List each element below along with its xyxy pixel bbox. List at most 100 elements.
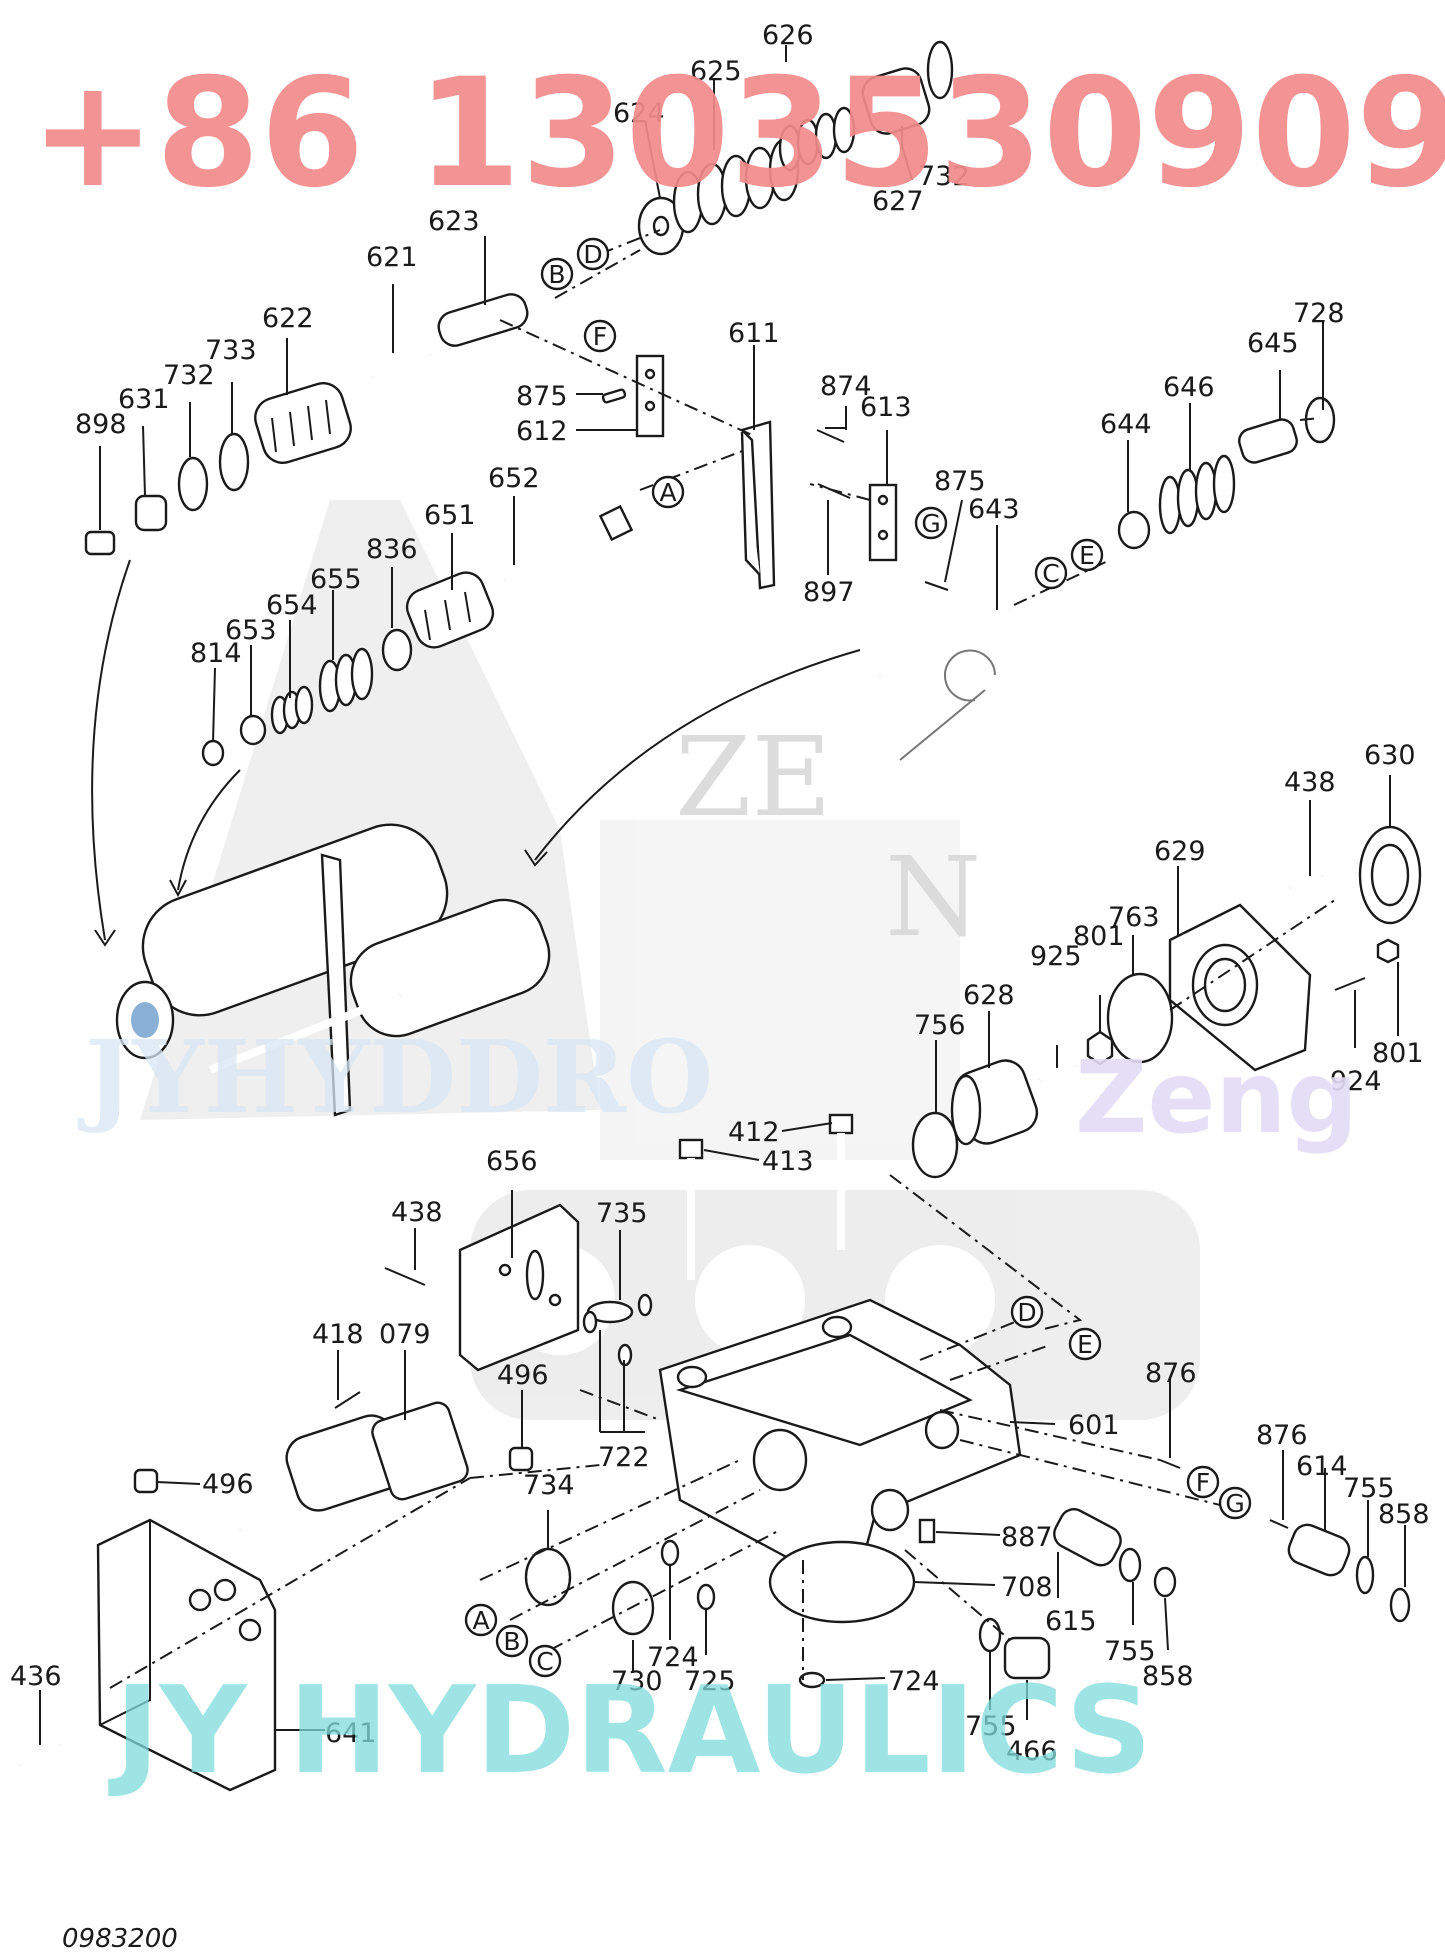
part-814-snap-ring [201, 739, 225, 767]
part-627-spring [778, 106, 856, 172]
part-645-plug [1238, 418, 1298, 464]
label-651: 651 [424, 500, 476, 531]
part-733-ring [218, 432, 250, 492]
label-615: 615 [1045, 1606, 1097, 1637]
part-643-rod [877, 605, 1013, 681]
part-615-plug [1053, 1508, 1122, 1567]
part-654-spring [270, 685, 314, 735]
label-643: 643 [968, 494, 1020, 525]
svg-text:G: G [1225, 1489, 1244, 1518]
part-653-washer [239, 714, 267, 746]
svg-text:D: D [583, 240, 602, 269]
part-898 [84, 530, 116, 556]
label-653: 653 [225, 615, 277, 646]
watermark-logo-ze: ZE [675, 713, 832, 841]
svg-text:E: E [1079, 541, 1095, 570]
part-755-ring-right [1355, 1555, 1375, 1595]
part-836-ring [381, 628, 413, 672]
label-418: 418 [312, 1319, 364, 1350]
part-466-plug [1003, 1636, 1051, 1680]
label-438: 438 [391, 1197, 443, 1228]
part-858-snap-ring-right [1389, 1587, 1411, 1623]
part-641-block [96, 1518, 277, 1792]
svg-text:C: C [1042, 559, 1059, 588]
part-725-ring [696, 1583, 716, 1611]
part-755-ring-lower [978, 1617, 1002, 1653]
label-755-lower: 755 [965, 1711, 1017, 1742]
label-466: 466 [1006, 1736, 1058, 1767]
label-708: 708 [1001, 1572, 1053, 1603]
label-875-lower: 875 [934, 466, 986, 497]
part-755-ring [1118, 1547, 1142, 1583]
label-732: 732 [163, 360, 215, 391]
ref-marker-e-low: E [1068, 1327, 1102, 1361]
ref-marker-c-low: C [528, 1644, 562, 1678]
wrench-icon [899, 649, 996, 761]
part-626-plug [861, 67, 931, 135]
svg-text:B: B [548, 260, 565, 289]
part-734-ring [524, 1547, 572, 1607]
label-079: 079 [379, 1319, 431, 1350]
ref-marker-a-low: A [464, 1603, 498, 1637]
label-413: 413 [762, 1146, 814, 1177]
label-724-lower: 724 [888, 1666, 940, 1697]
label-436: 436 [10, 1661, 62, 1692]
ref-marker-b-top: B [540, 257, 574, 291]
ref-marker-d-low: D [1010, 1295, 1044, 1329]
part-496-plug [508, 1446, 534, 1472]
part-730-ring [611, 1580, 655, 1636]
watermark-faint-right: Zeng [1075, 1039, 1358, 1156]
label-898: 898 [75, 409, 127, 440]
label-614: 614 [1296, 1451, 1348, 1482]
watermark-faint-left: JYHYDDRO [77, 1018, 713, 1136]
svg-text:G: G [921, 509, 940, 538]
label-622: 622 [262, 303, 314, 334]
label-858-right: 858 [1378, 1499, 1430, 1530]
watermark-brand: JY HYDRAULICS [108, 1662, 1152, 1801]
ref-marker-g-low: G [1218, 1486, 1252, 1520]
part-613-plate [868, 483, 898, 562]
label-621: 621 [366, 242, 418, 273]
part-496-plug-left [133, 1468, 159, 1494]
label-644: 644 [1100, 409, 1152, 440]
label-722: 722 [598, 1442, 650, 1473]
label-763: 763 [1108, 902, 1160, 933]
part-651-sleeve [405, 571, 495, 649]
ref-marker-e-top: E [1070, 538, 1104, 572]
part-763-ring [1106, 972, 1174, 1064]
upper-cluster [84, 40, 1336, 947]
svg-text:F: F [1196, 1468, 1210, 1497]
label-724: 724 [647, 1642, 699, 1673]
label-728: 728 [1293, 298, 1345, 329]
label-438-top: 438 [1284, 767, 1336, 798]
svg-text:C: C [536, 1647, 553, 1676]
part-623-spool [437, 293, 529, 347]
drawing-code: 0983200 [62, 1924, 178, 1954]
part-079-solenoid [236, 1401, 469, 1540]
label-641: 641 [325, 1718, 377, 1749]
label-735: 735 [596, 1198, 648, 1229]
ref-marker-f-low: F [1186, 1465, 1220, 1499]
ref-marker-a-top: A [651, 475, 685, 509]
label-734: 734 [523, 1470, 575, 1501]
label-646: 646 [1163, 372, 1215, 403]
label-887: 887 [1001, 1522, 1053, 1553]
part-412-bolt [828, 1113, 854, 1250]
svg-text:B: B [503, 1627, 520, 1656]
part-612-plate [635, 354, 665, 438]
ref-marker-b-low: B [495, 1624, 529, 1658]
leader-lines [39, 45, 1406, 1745]
label-924: 924 [1330, 1066, 1382, 1097]
part-number-labels: 626 625 624 732 627 623 621 622 733 732 … [10, 20, 1430, 1767]
part-628-adjuster [950, 1059, 1039, 1146]
label-725: 725 [684, 1666, 736, 1697]
part-611-lever [739, 420, 776, 590]
label-631: 631 [118, 384, 170, 415]
label-733: 733 [205, 335, 257, 366]
label-645: 645 [1247, 328, 1299, 359]
part-601-housing [658, 1298, 1022, 1577]
svg-text:A: A [472, 1606, 489, 1635]
ref-marker-g-top: G [914, 506, 948, 540]
watermark-phone: +86 13035309093 [30, 47, 1445, 221]
watermark-logo-n: N [885, 833, 981, 961]
